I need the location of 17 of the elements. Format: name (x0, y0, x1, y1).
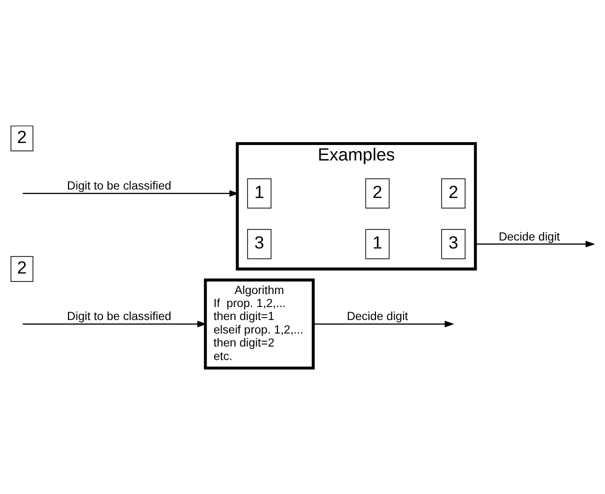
edge-label: Decide digit (346, 310, 408, 324)
node-box: 3 (247, 229, 272, 260)
arrow (22, 320, 207, 328)
node-box: 1 (247, 178, 272, 208)
node-box: 2 (10, 256, 34, 282)
node-box: 3 (441, 229, 466, 260)
arrow (22, 190, 239, 197)
arrow (475, 240, 596, 248)
node-box: 2 (365, 178, 390, 208)
node-box: 2 (441, 178, 466, 208)
edge-label: Digit to be classified (67, 180, 172, 193)
arrow (313, 320, 454, 328)
node-box: Algorithm If prop. 1,2,... then digit=1 elseif prop. 1,2,... then digit=2 etc. (204, 278, 315, 370)
node-box: 2 (10, 126, 34, 152)
edge-label: Digit to be classified (67, 310, 172, 324)
edge-label: Decide digit (498, 230, 560, 244)
node-box: 1 (365, 229, 390, 260)
